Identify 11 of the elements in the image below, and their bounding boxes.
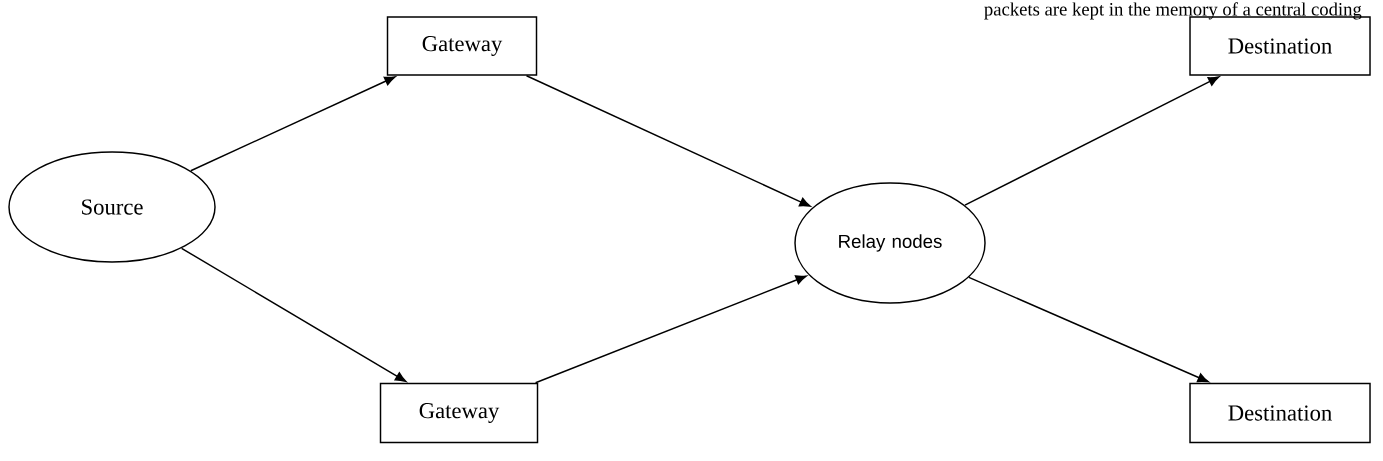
arrow [534,275,807,384]
process-box: Gateway [379,382,539,444]
arrow [964,76,1220,206]
arrow [525,75,811,207]
arrow [968,276,1209,383]
ellipse-node: Relay nodes [794,182,986,304]
process-box: Destination [1189,382,1371,444]
arrow [190,76,396,172]
arrow [180,247,407,383]
ellipse-node: Source [8,151,216,263]
process-box: Gateway [386,16,538,76]
